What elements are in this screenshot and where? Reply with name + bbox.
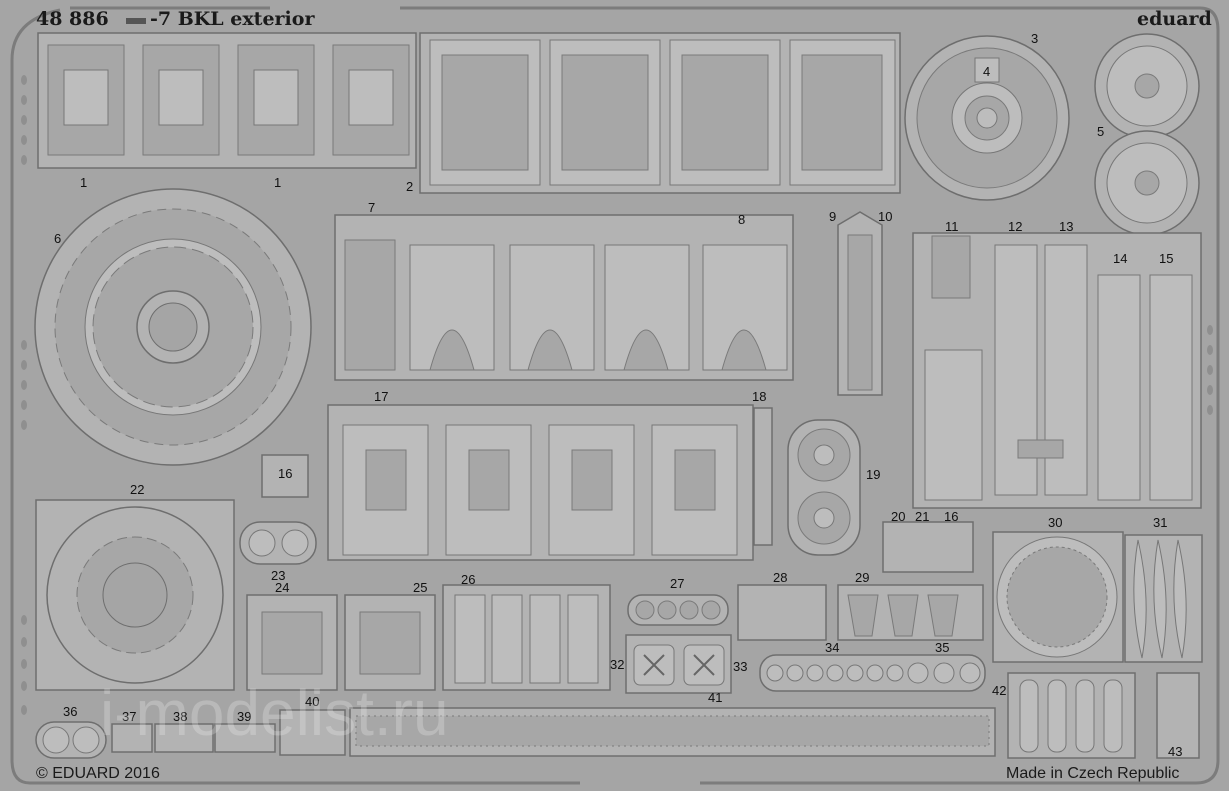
part-label: 19 [866,467,880,482]
part-9-10-strip [837,211,883,396]
brand-logo: eduard [1137,8,1212,30]
part-label: 17 [374,389,388,404]
part-37-pins [111,723,153,753]
part-16-clip [261,454,309,498]
fret-code: 48 886 [36,8,109,30]
fret-frame [10,6,1220,785]
part-11-15-panels [912,232,1202,509]
part-label: 16 [944,509,958,524]
part-label: 43 [1168,744,1182,759]
part-label: 37 [122,709,136,724]
part-3-disc [904,35,1070,201]
part-label: 23 [271,568,285,583]
part-label: 3 [1031,31,1038,46]
part-label: 20 [891,509,905,524]
part-label: 8 [738,212,745,227]
part-6-fan [34,188,312,466]
part-label: 36 [63,704,77,719]
origin-label: Made in Czech Republic [1006,765,1179,782]
part-24-frame [246,594,338,691]
sprue-drops [21,75,1213,715]
part-number-labels: 1 1 2 3 4 5 6 7 8 9 10 11 12 13 14 15 16… [54,31,1182,759]
part-label: 27 [670,576,684,591]
part-5-discs [1094,33,1200,236]
part-label: 22 [130,482,144,497]
part-label: 5 [1097,124,1104,139]
part-label: 9 [829,209,836,224]
part-32-33-covers [625,634,732,694]
part-label: 12 [1008,219,1022,234]
part-38-brackets [154,723,214,753]
part-label: 10 [878,209,892,224]
part-label: 18 [752,389,766,404]
part-label: 26 [461,572,475,587]
part-label: 4 [983,64,990,79]
part-39-brackets [214,723,276,753]
part-2-panels [419,32,901,194]
part-label: 34 [825,640,839,655]
part-label: 7 [368,200,375,215]
part-26-strips [442,584,611,691]
copyright: © EDUARD 2016 [36,765,160,782]
part-41-strip [349,707,996,757]
part-18-strip [753,407,773,546]
part-19-wheels [787,419,861,556]
part-label: 40 [305,694,319,709]
part-label: 29 [855,570,869,585]
part-label: 41 [708,690,722,705]
part-label: 6 [54,231,61,246]
part-label: 32 [610,657,624,672]
part-7-8-flaps [334,214,794,381]
part-label: 39 [237,709,251,724]
part-label: 15 [1159,251,1173,266]
part-label: 28 [773,570,787,585]
part-28-clips [737,584,827,641]
part-label: 24 [275,580,289,595]
part-1-grilles [37,32,417,169]
part-17-brackets [327,404,754,561]
part-40-plates [279,709,346,756]
part-label: 2 [406,179,413,194]
part-label: 33 [733,659,747,674]
part-label: 13 [1059,219,1073,234]
part-42-43 [1007,672,1200,759]
fret-title: -7 BKL exterior [150,8,315,30]
part-30-disc [992,531,1124,663]
part-22-fan [35,499,235,691]
part-label: 31 [1153,515,1167,530]
part-label: 16 [278,466,292,481]
part-label: 1 [274,175,281,190]
part-label: 42 [992,683,1006,698]
part-label: 14 [1113,251,1127,266]
part-34-35-row [759,654,986,692]
part-label: 25 [413,580,427,595]
part-label: 35 [935,640,949,655]
part-29-plates [837,584,984,641]
obscured-title-area [126,18,146,24]
part-label: 21 [915,509,929,524]
part-label: 30 [1048,515,1062,530]
part-20-21-16-clips [882,521,974,573]
part-23-rings [239,521,317,565]
part-label: 11 [945,219,959,234]
part-25-frame [344,594,436,691]
part-31-blades [1124,534,1203,663]
part-label: 1 [80,175,87,190]
part-label: 38 [173,709,187,724]
part-36-rings [35,721,107,759]
watermark: i-modelist.ru [100,677,449,749]
part-27-washers [627,594,729,626]
